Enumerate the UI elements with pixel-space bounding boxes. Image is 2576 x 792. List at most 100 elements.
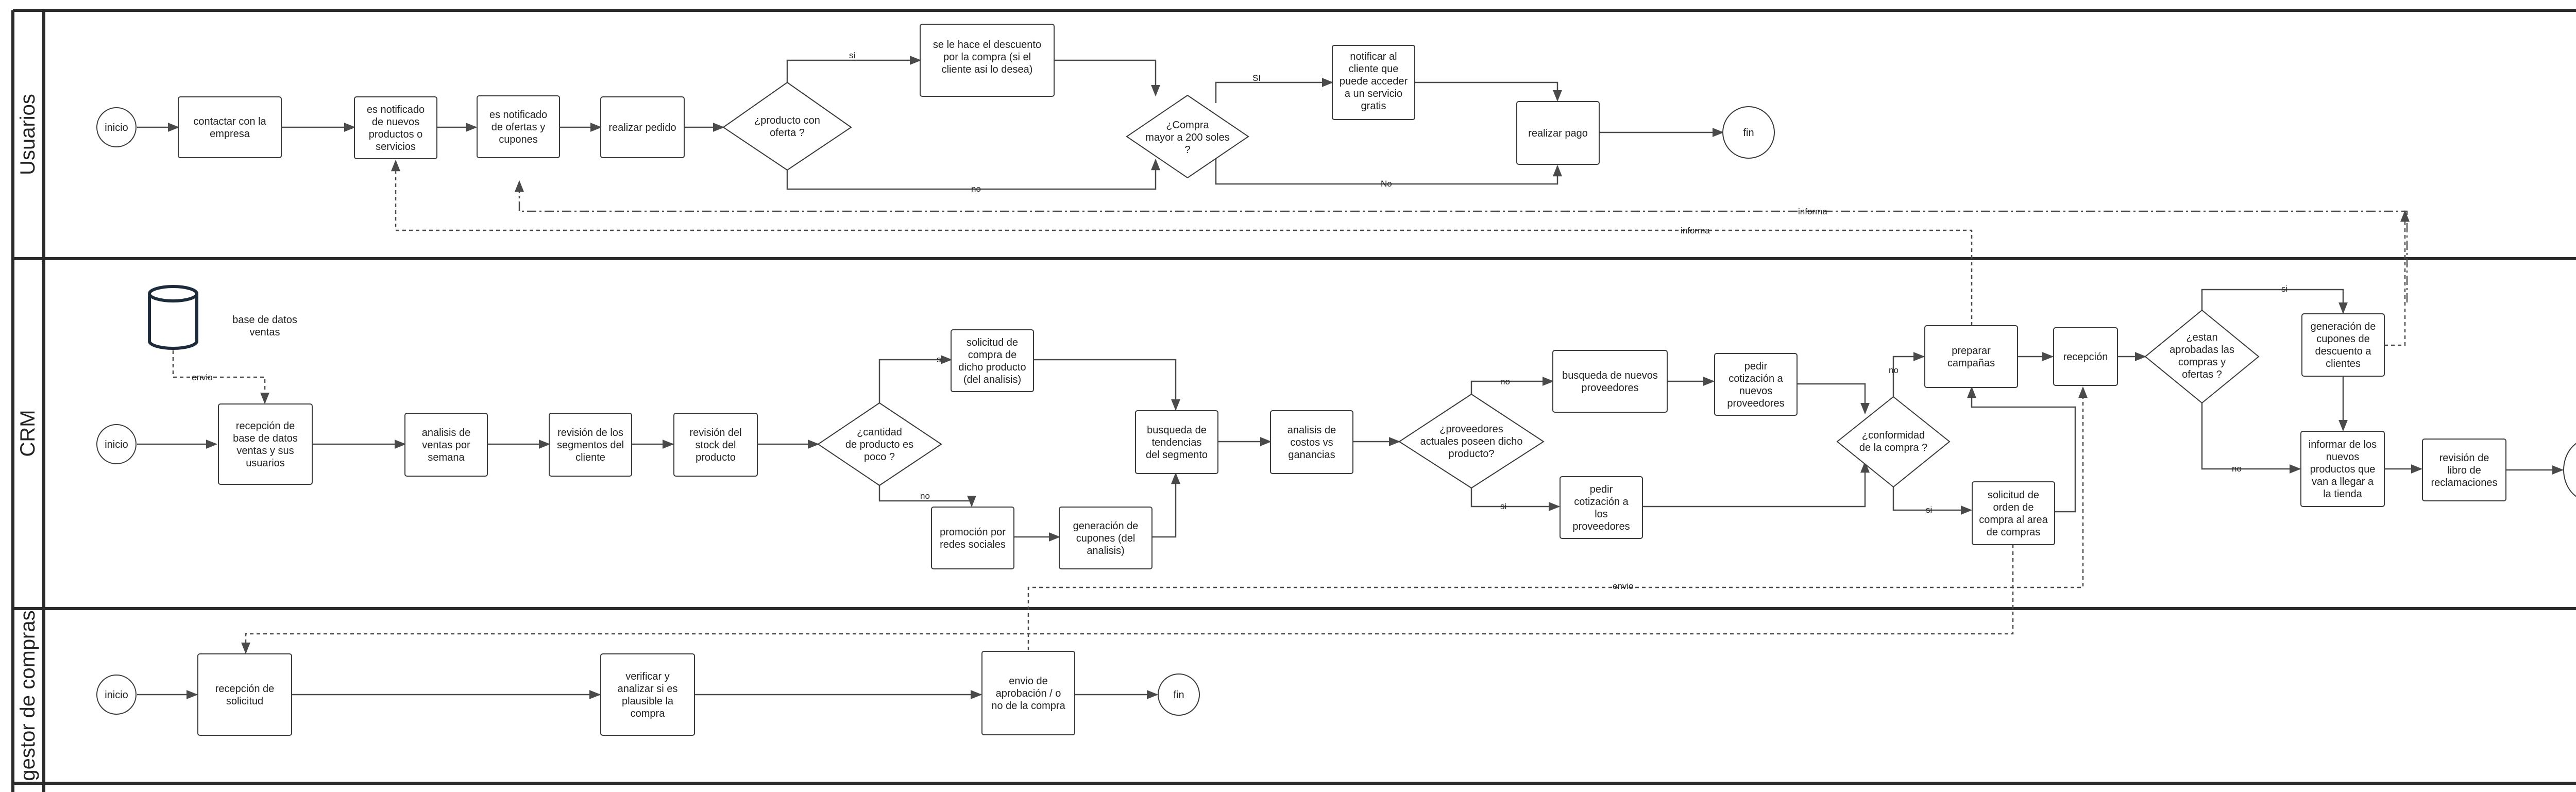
node-text-line: plausible la bbox=[622, 696, 674, 707]
node-text-line: cotización a bbox=[1574, 496, 1629, 508]
node-text-line: compra al area bbox=[1979, 514, 2048, 526]
node-text-line: mayor a 200 soles bbox=[1145, 132, 1229, 143]
node-text-line: base de datos bbox=[233, 433, 298, 444]
edge-no-conformidad bbox=[1892, 352, 1925, 397]
edge-labels: si no SI No informa informa envio si no … bbox=[192, 50, 2287, 591]
edge-dashed bbox=[2384, 210, 2410, 346]
node-text-line: cliente bbox=[575, 452, 605, 463]
edge-label: No bbox=[1381, 179, 1392, 189]
start-node-usuarios[interactable]: inicio bbox=[96, 107, 137, 147]
node-text-line: dicho producto bbox=[958, 362, 1026, 373]
node-text-line: revisión del bbox=[689, 427, 741, 439]
edge-label: si bbox=[1500, 501, 1506, 511]
node-text-line: libro de bbox=[2447, 465, 2481, 476]
node-text: realizar pago bbox=[1528, 128, 1588, 139]
connectors bbox=[137, 56, 2564, 699]
node-text-line: recepción de bbox=[236, 420, 295, 432]
start-node-crm[interactable]: inicio bbox=[96, 424, 137, 464]
node-text-line: la tienda bbox=[2323, 488, 2362, 500]
node-text: inicio bbox=[105, 689, 128, 701]
node-text-line: de ofertas y bbox=[492, 122, 546, 133]
task-recepcion[interactable]: recepción bbox=[2053, 327, 2118, 386]
node-text-line: revisión de los bbox=[557, 427, 623, 439]
node-text-line: ventas bbox=[250, 327, 280, 338]
task-realizar-pago[interactable]: realizar pago bbox=[1516, 101, 1600, 165]
node-text-line: preparar bbox=[1952, 345, 1991, 357]
edge-si-oferta bbox=[786, 56, 922, 82]
node-text-line: analisis de bbox=[1287, 425, 1336, 436]
node-text-line: busqueda de bbox=[1147, 425, 1207, 436]
start-node-gestor[interactable]: inicio bbox=[96, 675, 137, 715]
node-text-line: los bbox=[1595, 509, 1608, 520]
node-text-line: de compras bbox=[1987, 527, 2041, 538]
node-text-line: verificar y bbox=[625, 671, 670, 682]
node-text-line: segmentos del bbox=[557, 440, 624, 451]
node-text-line: cotización a bbox=[1728, 373, 1783, 384]
node-text-line: productos o bbox=[369, 129, 423, 140]
node-text-line: gratis bbox=[1361, 100, 1386, 112]
node-text-line: proveedores bbox=[1572, 521, 1630, 532]
end-node-usuarios[interactable]: fin bbox=[1722, 106, 1775, 159]
node-text-line: compra bbox=[631, 708, 666, 719]
end-node-crm[interactable]: fin bbox=[2563, 439, 2576, 501]
edge-no-oferta bbox=[786, 158, 1160, 190]
end-node-gestor[interactable]: fin bbox=[1158, 673, 1200, 716]
node-text-line: stock del bbox=[696, 440, 736, 451]
edge-label: no bbox=[2232, 464, 2242, 474]
edge-no-cantidad bbox=[878, 485, 976, 508]
database-icon bbox=[148, 285, 198, 350]
lane-title-gestor: gestor de compras bbox=[16, 610, 39, 781]
edge-label: no bbox=[1500, 377, 1510, 386]
node-text-line: ¿Compra bbox=[1166, 120, 1209, 131]
node-text-line: pedir bbox=[1744, 361, 1768, 372]
task-realizar-pedido[interactable]: realizar pedido bbox=[600, 96, 685, 158]
node-text-line: analizar si es bbox=[618, 683, 678, 695]
node-text-line: notificar al bbox=[1350, 51, 1397, 62]
node-text-line: generación de bbox=[1073, 520, 1139, 532]
node-text-line: de la compra ? bbox=[1859, 442, 1927, 453]
node-text-line: cupones bbox=[499, 134, 538, 145]
edge-label: si bbox=[1926, 505, 1932, 515]
